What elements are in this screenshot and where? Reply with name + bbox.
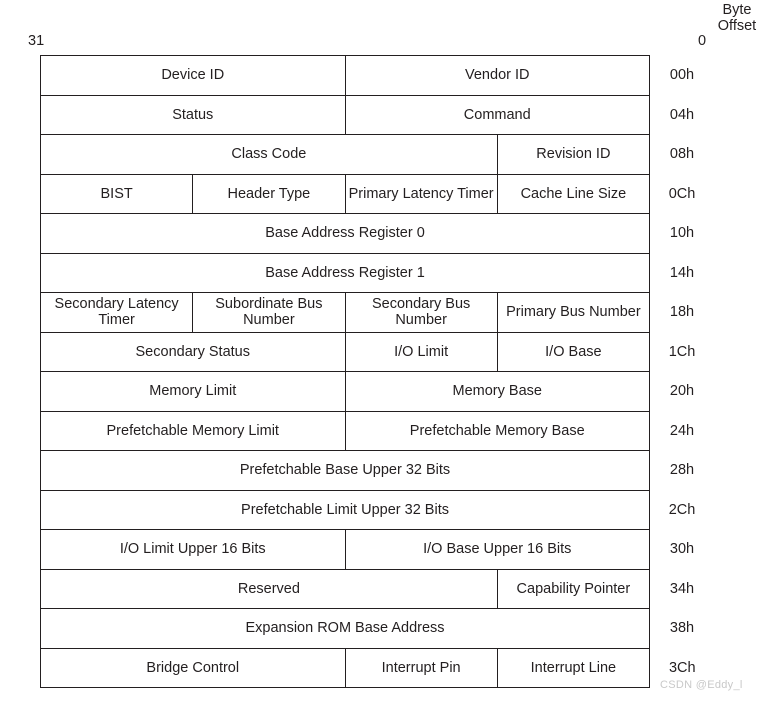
register-field-cell: Subordinate Bus Number [192,292,346,333]
bit-index-low-label: 0 [698,33,707,49]
watermark: CSDN @Eddy_l [660,679,743,691]
register-field-cell: Prefetchable Memory Base [344,410,650,451]
register-field-cell: Class Code [40,134,498,175]
byte-offset-header-line1: Byte [722,2,752,18]
register-field-cell: Bridge Control [40,647,346,688]
register-field-cell: Status [40,94,346,135]
register-field-cell: Secondary Status [40,331,346,372]
register-field-cell: Command [344,94,650,135]
register-field-cell: BIST [39,173,194,214]
byte-offset-value: 30h [669,541,695,558]
byte-offset-value: 1Ch [668,343,696,360]
register-field-cell: I/O Base Upper 16 Bits [344,529,650,570]
register-row: Prefetchable Base Upper 32 Bits 28h [40,450,710,491]
register-field-cell: Capability Pointer [496,568,651,609]
byte-offset-value: 04h [669,106,695,123]
byte-offset-header: Byte Offset [712,2,762,34]
register-field-cell: Base Address Register 1 [40,252,650,293]
register-field-cell: Primary Bus Number [496,292,651,333]
register-row: Prefetchable Limit Upper 32 Bits 2Ch [40,489,710,530]
byte-offset-value: 14h [669,264,695,281]
register-field-cell: I/O Limit [344,331,498,372]
register-field-cell: Memory Limit [40,371,346,412]
register-field-cell: Cache Line Size [496,173,651,214]
register-field-cell: Prefetchable Memory Limit [40,410,346,451]
byte-offset-value: 20h [669,383,695,400]
register-field-cell: Interrupt Line [496,647,651,688]
byte-offset-value: 24h [669,422,695,439]
register-row: Expansion ROM Base Address 38h [40,608,710,649]
byte-offset-value: 08h [669,146,695,163]
byte-offset-value: 38h [669,620,695,637]
byte-offset-value: 00h [669,67,695,84]
register-field-cell: Base Address Register 0 [40,213,650,254]
bit-index-high-label: 31 [28,33,45,49]
register-row: Base Address Register 0 10h [40,213,710,254]
byte-offset-value: 0Ch [668,185,696,202]
byte-offset-value: 18h [669,304,695,321]
register-row: Base Address Register 1 14h [40,252,710,293]
register-field-cell: Primary Latency Timer [344,173,498,214]
register-field-cell: Device ID [40,55,346,96]
register-field-cell: Secondary Bus Number [344,292,498,333]
byte-offset-value: 3Ch [668,659,696,676]
register-field-cell: Reserved [40,568,498,609]
byte-offset-value: 34h [669,580,695,597]
register-field-cell: Header Type [192,173,346,214]
register-field-cell: Prefetchable Limit Upper 32 Bits [40,489,650,530]
register-field-cell: I/O Limit Upper 16 Bits [40,529,346,570]
register-field-cell: Memory Base [344,371,650,412]
register-field-cell: Revision ID [496,134,651,175]
register-field-cell: I/O Base [496,331,651,372]
register-field-cell: Expansion ROM Base Address [40,608,650,649]
byte-offset-header-line2: Offset [717,17,757,34]
register-field-cell: Interrupt Pin [344,647,498,688]
byte-offset-value: 10h [669,225,695,242]
register-field-cell: Prefetchable Base Upper 32 Bits [40,450,650,491]
register-field-cell: Vendor ID [344,55,650,96]
byte-offset-value: 2Ch [668,501,696,518]
byte-offset-value: 28h [669,462,695,479]
register-field-cell: Secondary Latency Timer [39,292,194,333]
